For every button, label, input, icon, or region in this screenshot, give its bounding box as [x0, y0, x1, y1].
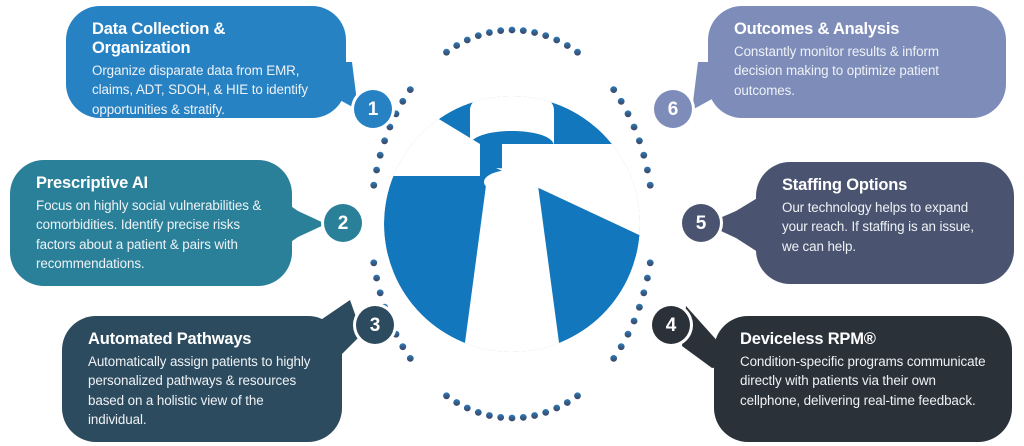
- step-card-1[interactable]: Data Collection & Organization Organize …: [66, 6, 346, 118]
- tail-4: [682, 306, 738, 368]
- tail-5: [706, 194, 764, 256]
- tail-1: [318, 62, 358, 110]
- step-badge-1[interactable]: 1: [354, 90, 392, 128]
- step-body-4: Condition-specific programs communicate …: [740, 353, 986, 408]
- step-title-6: Outcomes & Analysis: [734, 20, 900, 38]
- tail-6: [692, 62, 732, 110]
- center-graphic: [362, 18, 662, 430]
- step-number-3: 3: [369, 314, 381, 336]
- step-body-6: Constantly monitor results & inform deci…: [734, 43, 939, 98]
- step-title-2: Prescriptive AI: [36, 174, 148, 192]
- step-badge-6[interactable]: 6: [654, 90, 692, 128]
- lighthouse-beam-logo: [384, 96, 640, 352]
- step-body-5: Our technology helps to expand your reac…: [782, 199, 974, 254]
- step-number-1: 1: [367, 98, 379, 120]
- step-title-1: Data Collection & Organization: [92, 20, 226, 57]
- step-title-3: Automated Pathways: [88, 330, 252, 348]
- step-number-4: 4: [665, 314, 677, 336]
- step-badge-3[interactable]: 3: [356, 306, 394, 344]
- step-body-1: Organize disparate data from EMR, claims…: [92, 62, 308, 117]
- step-title-4: Deviceless RPM®: [740, 330, 876, 348]
- dotted-ring: [370, 26, 654, 422]
- step-body-3: Automatically assign patients to highly …: [88, 353, 311, 427]
- step-card-3[interactable]: Automated Pathways Automatically assign …: [62, 316, 342, 442]
- step-number-6: 6: [667, 98, 679, 120]
- step-badge-2[interactable]: 2: [324, 204, 362, 242]
- step-badge-4[interactable]: 4: [652, 306, 690, 344]
- step-card-5[interactable]: Staffing Options Our technology helps to…: [756, 162, 1014, 284]
- step-number-2: 2: [337, 212, 349, 234]
- step-card-6[interactable]: Outcomes & Analysis Constantly monitor r…: [708, 6, 1006, 118]
- tail-3: [306, 300, 362, 360]
- step-card-4[interactable]: Deviceless RPM® Condition-specific progr…: [714, 316, 1012, 442]
- step-title-5: Staffing Options: [782, 176, 908, 194]
- step-number-5: 5: [695, 212, 707, 234]
- step-badge-5[interactable]: 5: [682, 204, 720, 242]
- step-card-2[interactable]: Prescriptive AI Focus on highly social v…: [10, 160, 292, 286]
- step-body-2: Focus on highly social vulnerabilities &…: [36, 197, 262, 271]
- tail-2: [272, 193, 326, 255]
